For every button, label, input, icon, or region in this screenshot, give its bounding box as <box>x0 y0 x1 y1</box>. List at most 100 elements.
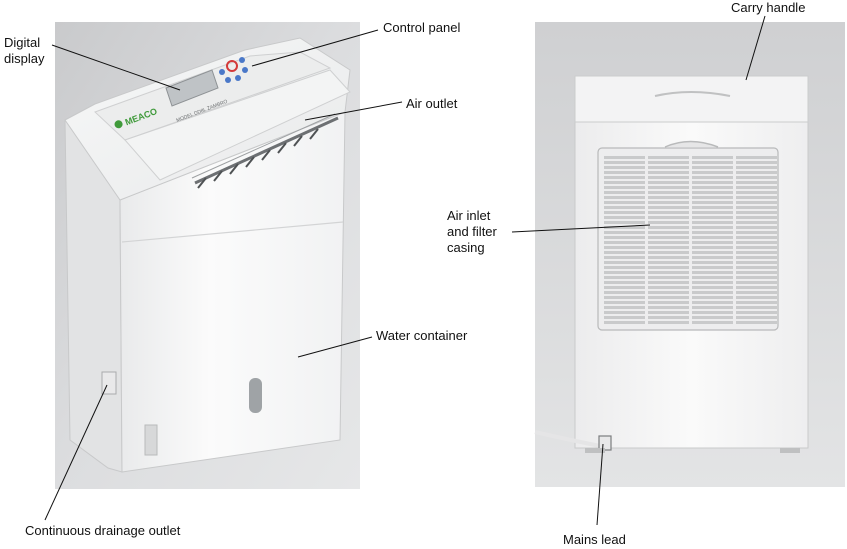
grille-slot <box>604 176 645 179</box>
control-buttons <box>219 57 248 83</box>
grille-slot <box>604 206 645 209</box>
grille-slot <box>692 191 733 194</box>
grille-slot <box>736 301 777 304</box>
grille-slot <box>692 251 733 254</box>
grille-slot <box>604 256 645 259</box>
label-air-inlet-line1: Air inlet <box>447 208 491 223</box>
grille-slot <box>692 171 733 174</box>
leader-control-panel <box>251 29 379 67</box>
grille-slot <box>648 291 689 294</box>
leader-digital-display <box>51 44 181 91</box>
leader-air-inlet <box>511 224 651 233</box>
grille-slot <box>604 306 645 309</box>
control-panel-strip <box>94 51 332 141</box>
label-air-inlet-line2: and filter <box>447 224 497 239</box>
grille-slot <box>692 161 733 164</box>
grille-slot <box>604 156 645 159</box>
grille-slot <box>692 256 733 259</box>
grille-slot <box>604 226 645 229</box>
grille-slot <box>604 296 645 299</box>
grille-slot <box>604 276 645 279</box>
grille-slot <box>692 221 733 224</box>
air-outlet-slats <box>197 128 319 189</box>
mains-lead-cable <box>534 430 601 448</box>
grille-slot <box>648 286 689 289</box>
grille-slot <box>692 281 733 284</box>
grille-slot <box>736 276 777 279</box>
grille-slot <box>604 291 645 294</box>
grille-slot <box>604 241 645 244</box>
grille-slot <box>648 266 689 269</box>
grille-slot <box>648 301 689 304</box>
filter-grip <box>664 140 719 148</box>
grille-slot <box>648 321 689 324</box>
grille-slot <box>648 166 689 169</box>
grille-slot <box>604 181 645 184</box>
grille-slot <box>736 246 777 249</box>
grille-slot <box>648 201 689 204</box>
grille-slot <box>692 311 733 314</box>
grille-slot <box>692 226 733 229</box>
grille-slot <box>604 271 645 274</box>
grille-slot <box>692 291 733 294</box>
grille-slot <box>736 311 777 314</box>
grille-slot <box>648 161 689 164</box>
grille-slot <box>648 246 689 249</box>
grille-slot <box>692 231 733 234</box>
grille-slot <box>692 181 733 184</box>
grille-slot <box>736 251 777 254</box>
grille-slot <box>736 206 777 209</box>
grille-slot <box>692 166 733 169</box>
grille-slot <box>692 156 733 159</box>
grille-slot <box>692 286 733 289</box>
grille-slot <box>692 306 733 309</box>
carry-handle-recess <box>654 91 731 97</box>
grille-slot <box>648 281 689 284</box>
grille-slot <box>604 286 645 289</box>
grille-slot <box>604 266 645 269</box>
grille-slot <box>736 211 777 214</box>
grille-slot <box>604 191 645 194</box>
grille-slot <box>648 306 689 309</box>
leader-air-outlet <box>304 101 403 121</box>
grille-slot <box>736 186 777 189</box>
grille-slot <box>736 291 777 294</box>
grille-slot <box>692 261 733 264</box>
leader-carry-handle <box>745 15 766 81</box>
grille-slot <box>736 316 777 319</box>
grille-slot <box>736 201 777 204</box>
grille-slot <box>736 161 777 164</box>
grille-slot <box>736 171 777 174</box>
grille-slot <box>604 231 645 234</box>
grille-slot <box>604 246 645 249</box>
grille-slot <box>648 176 689 179</box>
grille-slot <box>736 236 777 239</box>
grille-slot <box>648 256 689 259</box>
leader-drainage-outlet <box>44 384 108 521</box>
grille-slot <box>692 186 733 189</box>
grille-slot <box>692 266 733 269</box>
grille-slot <box>648 241 689 244</box>
grille-slot <box>648 171 689 174</box>
label-digital-display-line1: Digital <box>4 35 41 50</box>
grille-slot <box>648 216 689 219</box>
grille-slot <box>648 156 689 159</box>
grille-slot <box>604 161 645 164</box>
grille-slot <box>648 231 689 234</box>
grille-slot <box>648 296 689 299</box>
grille-slot <box>648 226 689 229</box>
grille-slot <box>604 251 645 254</box>
water-level-window <box>249 378 262 413</box>
grille-slot <box>692 216 733 219</box>
grille-slot <box>604 186 645 189</box>
grille-slot <box>604 311 645 314</box>
grille-slot <box>692 276 733 279</box>
grille-slot <box>692 241 733 244</box>
grille-slot <box>736 176 777 179</box>
grille-slot <box>648 236 689 239</box>
label-water-container: Water container <box>376 328 468 343</box>
grille-slot <box>692 316 733 319</box>
leader-lines <box>44 15 766 526</box>
